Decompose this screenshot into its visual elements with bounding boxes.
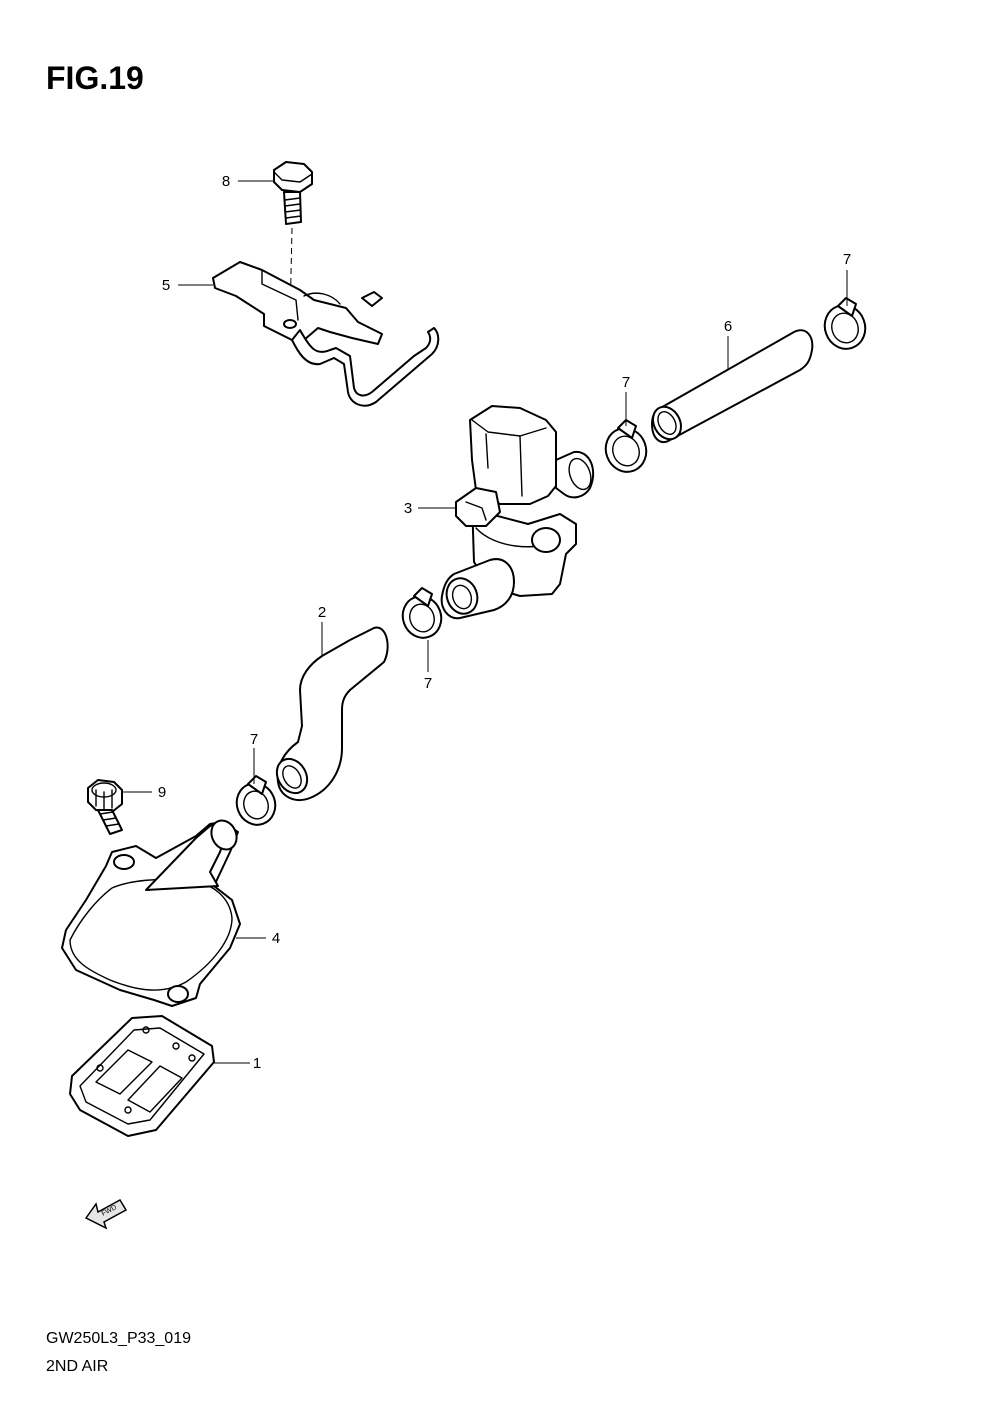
callout-bracket: 5 <box>162 277 170 294</box>
callout-bent-hose: 2 <box>318 604 326 621</box>
diagram-name: 2ND AIR <box>46 1358 109 1375</box>
callout-clamp-top-right: 7 <box>843 251 851 268</box>
screw-part <box>87 779 123 835</box>
bracket-part <box>212 261 440 407</box>
callout-reed-valve: 1 <box>253 1055 261 1072</box>
callout-clamp-left: 7 <box>250 731 258 748</box>
straight-hose-part <box>651 329 814 443</box>
leader-lines <box>122 180 848 1064</box>
clamp-middle-part <box>604 419 648 473</box>
callout-screw: 9 <box>158 784 166 801</box>
bolt-part <box>273 161 313 321</box>
reed-valve-part <box>69 1015 215 1137</box>
reed-cover-part <box>61 819 241 1007</box>
fwd-arrow-icon: FWD <box>84 1198 128 1230</box>
callout-air-valve: 3 <box>404 500 412 517</box>
callout-reed-cover: 4 <box>272 930 280 947</box>
callout-clamp-middle: 7 <box>622 374 630 391</box>
clamp-top-right-part <box>823 297 867 350</box>
figure-title: FIG.19 <box>46 60 144 96</box>
callout-bolt: 8 <box>222 173 230 190</box>
diagram-code: GW250L3_P33_019 <box>46 1330 191 1347</box>
air-valve-part <box>440 405 595 620</box>
callout-labels: 8 5 7 6 7 3 2 7 7 9 4 1 <box>158 173 851 1072</box>
clamp-lower-part <box>401 587 443 639</box>
callout-clamp-lower: 7 <box>424 675 432 692</box>
clamp-left-part <box>235 775 277 826</box>
callout-straight-hose: 6 <box>724 318 732 335</box>
bent-hose-part <box>275 626 389 801</box>
